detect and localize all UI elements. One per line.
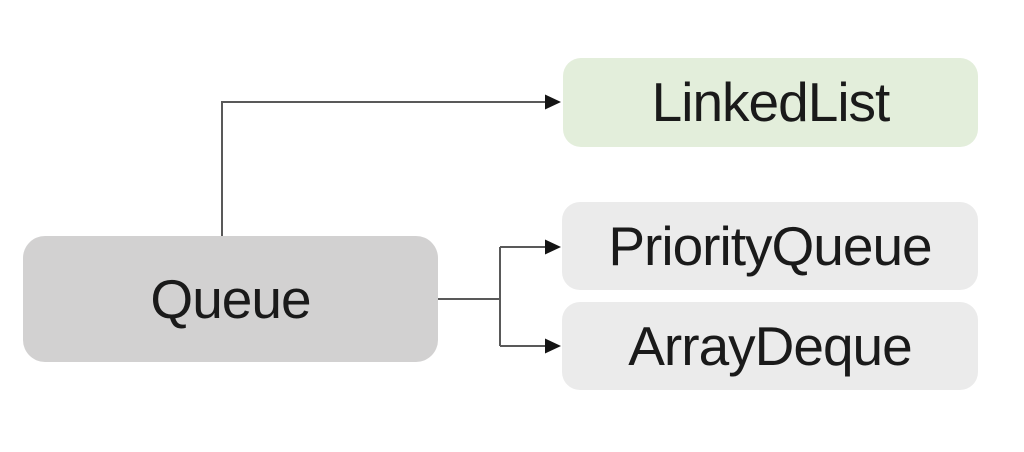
node-queue-label: Queue — [150, 267, 311, 330]
arrowhead-arraydeque-icon — [545, 338, 561, 354]
node-arraydeque-label: ArrayDeque — [628, 314, 912, 377]
edge-queue-branch — [438, 246, 546, 347]
node-priorityqueue: PriorityQueue — [562, 202, 978, 290]
arrowhead-priorityqueue-icon — [545, 239, 561, 255]
node-linkedlist-label: LinkedList — [651, 71, 891, 133]
node-arraydeque: ArrayDeque — [562, 302, 978, 390]
edge-queue-linkedlist — [221, 101, 546, 236]
arrowhead-linkedlist-icon — [545, 94, 561, 110]
node-priorityqueue-label: PriorityQueue — [608, 214, 932, 277]
node-queue: Queue — [23, 236, 438, 362]
node-linkedlist: LinkedList — [563, 58, 978, 147]
